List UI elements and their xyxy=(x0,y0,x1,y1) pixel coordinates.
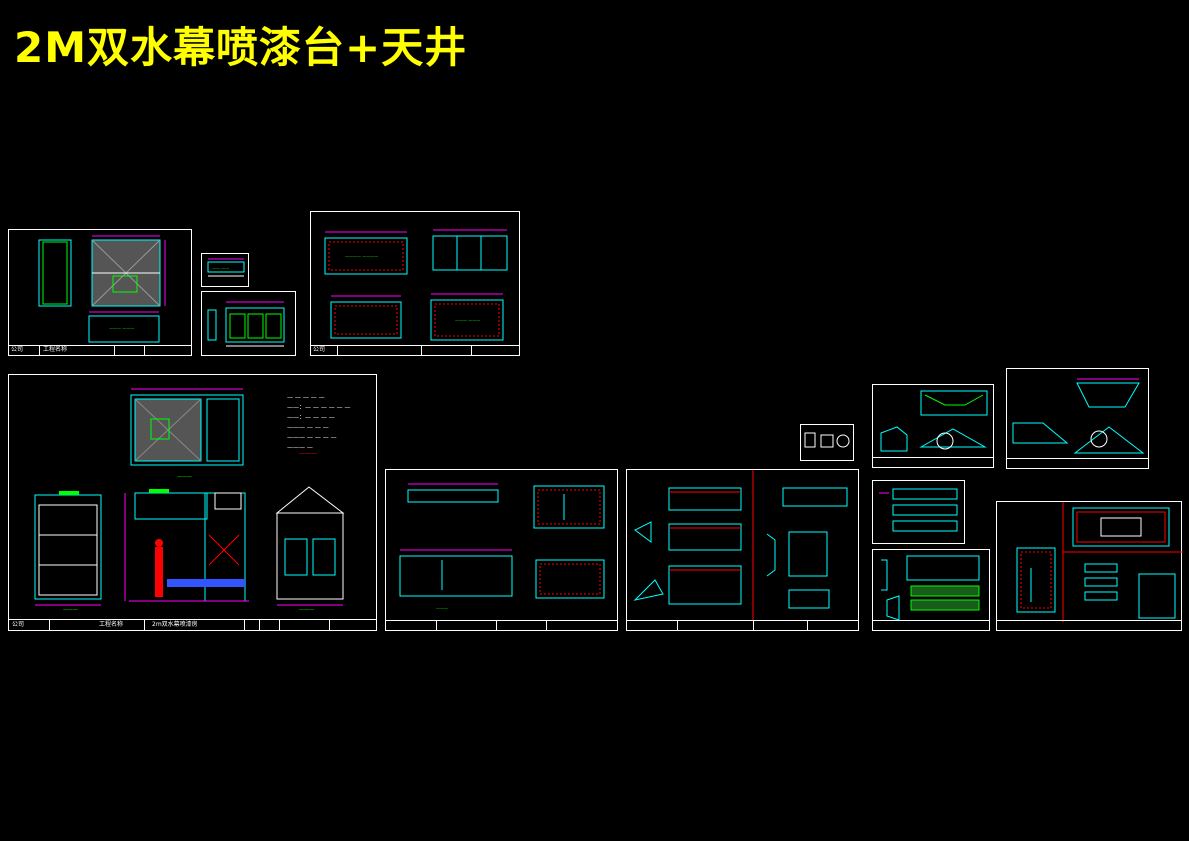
sheet-bracket-detail[interactable] xyxy=(800,424,854,461)
sheet-tank-detail-drawing xyxy=(881,555,980,621)
sheet-front-elevation-small-drawing xyxy=(207,301,285,347)
sheet-booth-layout[interactable]: ——— ——— 公司 工程名称 xyxy=(8,229,192,356)
svg-text:———— ————: ———— ———— xyxy=(345,254,378,259)
spec-notes: — — — — — ——：— — — — — — ——：— — — — ——— … xyxy=(287,394,351,451)
sheet-frame-details-drawing: ——— xyxy=(399,483,605,611)
drawing-set-title: 2M双水幕喷漆台+天井 xyxy=(14,23,468,72)
sheet-hood-a[interactable] xyxy=(872,384,994,468)
sheet-hood-a-drawing xyxy=(880,390,988,452)
sheet-frame-details[interactable]: ——— xyxy=(385,469,618,631)
sheet-part-details[interactable] xyxy=(626,469,859,631)
sheet-booth-layout-drawing: ——— ——— xyxy=(38,235,166,343)
tb-main-company: 公司 xyxy=(12,621,25,628)
sheet-skylight[interactable] xyxy=(996,501,1183,631)
svg-text:———: ——— xyxy=(177,474,192,480)
sheet-front-elevation-small[interactable] xyxy=(201,291,296,356)
svg-text:———: ——— xyxy=(436,606,448,611)
tb-company: 公司 xyxy=(11,346,24,353)
svg-text:———: ——— xyxy=(63,607,78,613)
sheet-part-details-drawing xyxy=(633,470,848,620)
sheet-main-booth-drawing: ——— ——— ——— ——— xyxy=(34,388,345,613)
sheet-bracket-detail-drawing xyxy=(804,432,850,448)
tb-main-project-label: 工程名称 xyxy=(99,621,124,628)
sheet-hood-b[interactable] xyxy=(1006,368,1149,469)
sheet-plate-details-drawing xyxy=(879,488,958,532)
svg-text:———: ——— xyxy=(299,607,314,613)
tb-company-3: 公司 xyxy=(313,346,326,353)
svg-text:———: ——— xyxy=(299,450,317,457)
sheet-panel-details-drawing: ———— ———— ——— ——— xyxy=(324,229,508,341)
tb-project-label: 工程名称 xyxy=(43,346,68,353)
sheet-skylight-drawing xyxy=(1016,502,1183,622)
tb-main-drawing-name: 2m双水幕喷漆房 xyxy=(152,621,198,628)
sheet-tank-detail[interactable] xyxy=(872,549,990,631)
sheet-panel-details[interactable]: ———— ———— ——— ——— 公司 xyxy=(310,211,520,356)
sheet-hood-b-drawing xyxy=(1012,378,1145,454)
sheet-main-booth[interactable]: ——— ——— ——— ——— — — — — — ——：— — — — — —… xyxy=(8,374,377,631)
svg-text:——— ———: ——— ——— xyxy=(109,326,134,331)
svg-text:—— ——: —— —— xyxy=(212,266,229,271)
sheet-small-detail-a[interactable]: —— —— xyxy=(201,253,249,287)
sheet-small-detail-a-drawing: —— —— xyxy=(207,258,245,277)
sheet-plate-details[interactable] xyxy=(872,480,965,544)
svg-text:——— ———: ——— ——— xyxy=(455,318,480,323)
